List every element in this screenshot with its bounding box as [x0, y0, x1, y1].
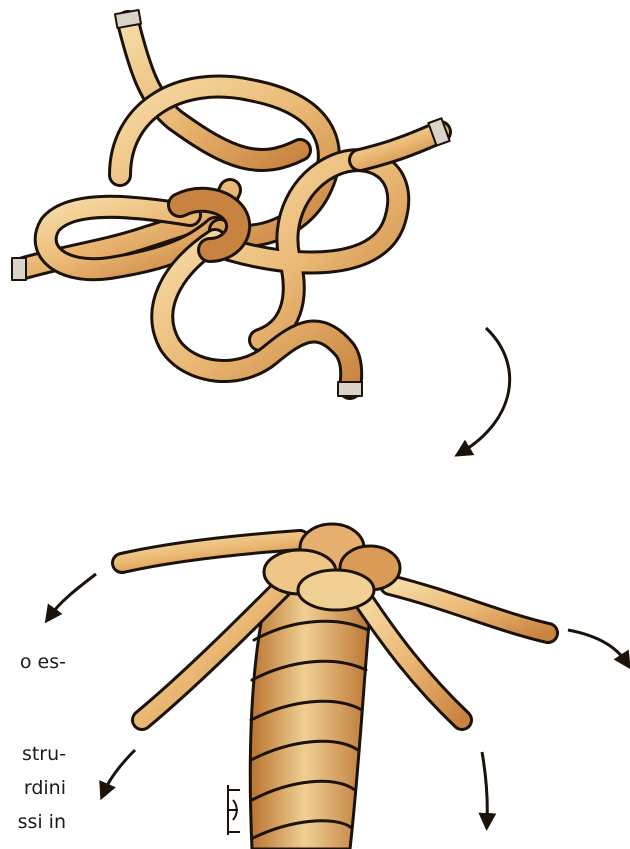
rope-strand-3	[360, 132, 440, 160]
rope-end-cap	[115, 10, 141, 28]
strand-right	[390, 585, 548, 633]
loose-knot	[12, 10, 450, 396]
curved-arrow-icon	[104, 750, 135, 792]
rope-end-cap	[338, 382, 362, 396]
signature-mark	[228, 785, 240, 835]
curved-arrow-icon	[462, 328, 510, 452]
finished-knot	[122, 524, 548, 849]
rope-end-cap	[12, 258, 26, 280]
rope-loop-right	[230, 160, 398, 340]
curved-arrow-icon	[482, 752, 487, 822]
text-fragment: rdini	[0, 776, 66, 800]
text-fragment: o es-	[0, 650, 66, 674]
text-fragment: ssi in	[0, 810, 66, 834]
curved-arrow-icon	[568, 630, 626, 662]
rope-body	[250, 590, 372, 849]
curved-arrow-icon	[50, 574, 96, 616]
text-fragment: stru-	[0, 742, 66, 766]
strand-lower-right	[360, 595, 462, 720]
